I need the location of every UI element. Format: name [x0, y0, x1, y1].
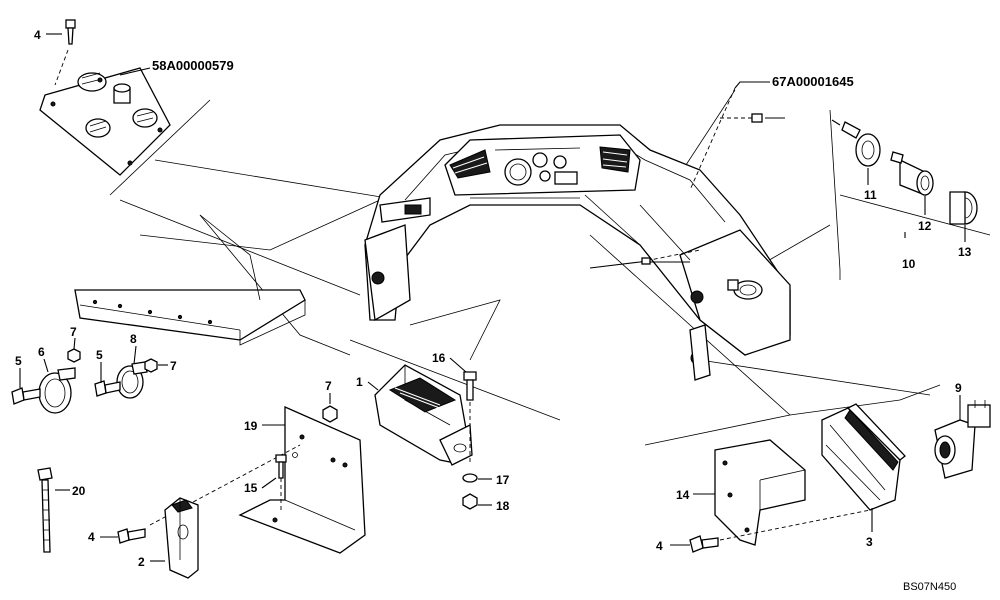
item-8: 8 — [130, 332, 137, 346]
item-10: 10 — [902, 257, 916, 271]
item-5-mid: 5 — [96, 348, 103, 362]
control-module — [821, 403, 906, 520]
item-16: 16 — [432, 351, 446, 365]
item-17: 17 — [496, 473, 510, 487]
item-18: 18 — [496, 499, 510, 513]
drawing-code: BS07N450 — [903, 581, 956, 593]
item-3: 3 — [866, 535, 873, 549]
item-numbers: 4 11 12 10 13 9 14 3 4 1 16 17 18 19 15 … — [15, 28, 972, 569]
bolt-15 — [275, 454, 287, 510]
hose-clamp-8 — [116, 361, 148, 399]
socket-group — [831, 119, 978, 238]
nut-plate — [322, 405, 338, 423]
item-14: 14 — [676, 488, 690, 502]
ref-harness: 67A00001645 — [772, 74, 854, 89]
item-7-left: 7 — [70, 325, 77, 339]
item-1: 1 — [356, 375, 363, 389]
item-13: 13 — [958, 245, 972, 259]
cable-tie — [37, 467, 53, 553]
floor-plate — [74, 214, 306, 346]
screw-top — [65, 19, 76, 45]
bracket-14 — [714, 439, 871, 546]
item-4-top: 4 — [34, 28, 41, 42]
item-12: 12 — [918, 219, 932, 233]
item-11: 11 — [864, 188, 877, 202]
item-19: 19 — [244, 419, 258, 433]
item-4-right: 4 — [656, 539, 663, 553]
item-9: 9 — [955, 381, 962, 395]
dashboard-assembly — [364, 124, 791, 381]
fasteners-16-18 — [462, 371, 478, 510]
screw-lower-left — [117, 528, 146, 544]
item-20: 20 — [72, 484, 86, 498]
item-7-right: 7 — [170, 359, 177, 373]
nuts-7 — [67, 348, 158, 373]
item-5-left: 5 — [15, 354, 22, 368]
screw-lower-right — [689, 535, 719, 553]
vent-housing — [374, 364, 473, 466]
hose-clamp-6 — [38, 367, 76, 414]
leader-lines — [19, 33, 966, 562]
key-switch — [934, 400, 991, 479]
item-7-plate: 7 — [325, 379, 332, 393]
wire-harness — [589, 87, 785, 269]
reference-labels: 58A00000579 67A00001645 — [152, 58, 854, 89]
item-2: 2 — [138, 555, 145, 569]
clamp-block — [164, 497, 199, 579]
item-15: 15 — [244, 481, 258, 495]
ref-panel: 58A00000579 — [152, 58, 234, 73]
switch-panel — [39, 49, 171, 176]
item-4-left: 4 — [88, 530, 95, 544]
item-6: 6 — [38, 345, 45, 359]
